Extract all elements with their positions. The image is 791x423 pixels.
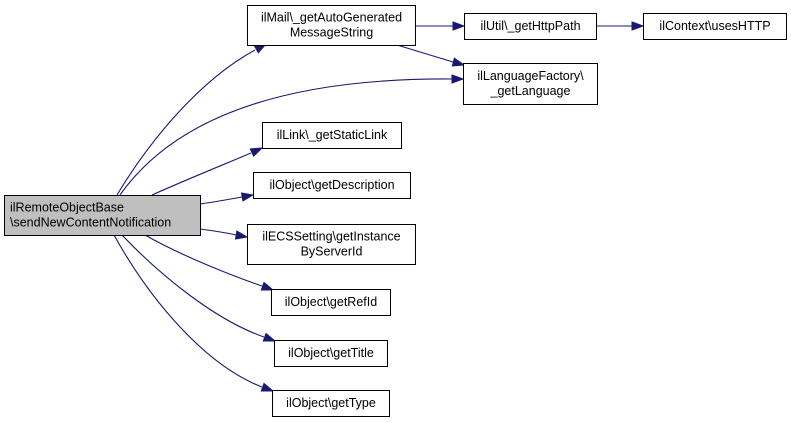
node-root[interactable]: ilRemoteObjectBase\sendNewContentNotific…	[4, 195, 201, 236]
node-label: ilObject\getTitle	[288, 346, 374, 360]
node-box[interactable]	[247, 5, 416, 46]
node-label: ilRemoteObjectBase	[10, 201, 124, 215]
node-label: ilMail\_getAutoGenerated	[261, 11, 402, 25]
edge-line	[121, 234, 265, 338]
arrowhead-icon	[260, 382, 275, 392]
node-label: ilLanguageFactory\	[477, 69, 584, 83]
node-desc[interactable]: ilObject\getDescription	[253, 172, 411, 199]
arrowhead-icon	[452, 21, 466, 31]
edge-line	[119, 78, 453, 196]
node-label: ilObject\getRefId	[285, 295, 377, 309]
node-label: ilObject\getType	[286, 396, 376, 410]
node-lang[interactable]: ilLanguageFactory\_getLanguage	[463, 63, 598, 105]
node-label: ilContext\usesHTTP	[659, 19, 770, 33]
node-box[interactable]	[464, 13, 597, 40]
node-box[interactable]	[643, 13, 787, 40]
edge-mail-util	[414, 21, 466, 31]
node-label: ilECSSetting\getInstance	[262, 230, 400, 244]
edge-root-mail	[116, 43, 268, 196]
edge-root-link	[151, 147, 264, 196]
node-box[interactable]	[253, 172, 411, 199]
node-link[interactable]: ilLink\_getStaticLink	[262, 122, 402, 149]
node-box[interactable]	[247, 224, 416, 265]
edge-line	[116, 49, 256, 196]
arrowhead-icon	[260, 281, 275, 291]
arrowhead-icon	[249, 147, 264, 158]
node-label: \sendNewContentNotification	[10, 216, 171, 230]
edge-mail-lang	[396, 44, 466, 67]
node-title[interactable]: ilObject\getTitle	[274, 340, 388, 367]
arrowhead-icon	[451, 57, 466, 67]
arrowhead-icon	[451, 74, 465, 84]
edge-line	[396, 44, 454, 63]
edge-root-type	[113, 234, 275, 392]
edge-root-title	[121, 234, 277, 342]
node-context[interactable]: ilContext\usesHTTP	[643, 13, 787, 40]
edges-layer	[113, 21, 645, 392]
edge-line	[151, 152, 252, 196]
nodes-layer: ilRemoteObjectBase\sendNewContentNotific…	[4, 5, 787, 417]
arrowhead-icon	[234, 230, 249, 240]
node-label: _getLanguage	[490, 84, 571, 98]
node-label: ilUtil\_getHttpPath	[480, 19, 580, 33]
node-box[interactable]	[271, 289, 391, 316]
node-label: ByServerId	[301, 245, 363, 259]
edge-line	[144, 234, 263, 287]
edge-util-context	[596, 21, 645, 31]
node-box[interactable]	[272, 390, 390, 417]
edge-line	[199, 196, 243, 205]
node-util[interactable]: ilUtil\_getHttpPath	[464, 13, 597, 40]
arrowhead-icon	[262, 332, 277, 342]
edge-root-ecs	[199, 228, 249, 240]
arrowhead-icon	[631, 21, 645, 31]
node-box[interactable]	[274, 340, 388, 367]
node-type[interactable]: ilObject\getType	[272, 390, 390, 417]
edge-line	[199, 228, 237, 236]
node-box[interactable]	[463, 63, 598, 105]
edge-root-refid	[144, 234, 275, 291]
node-box[interactable]	[262, 122, 402, 149]
edge-root-lang	[119, 74, 465, 196]
arrowhead-icon	[240, 192, 255, 202]
node-label: MessageString	[290, 26, 373, 40]
node-refid[interactable]: ilObject\getRefId	[271, 289, 391, 316]
node-label: ilObject\getDescription	[269, 178, 394, 192]
node-box[interactable]	[4, 195, 201, 236]
node-label: ilLink\_getStaticLink	[277, 128, 388, 142]
edge-root-desc	[199, 192, 255, 205]
edge-line	[113, 234, 263, 388]
